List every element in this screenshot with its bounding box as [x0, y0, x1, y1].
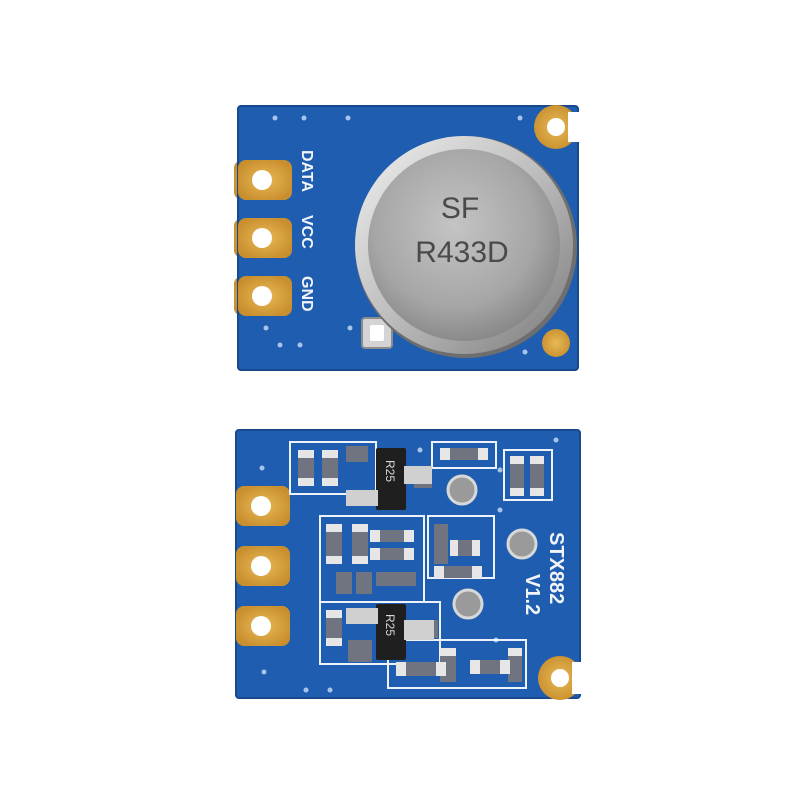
bottom-castellated-pads	[236, 486, 290, 646]
pin-label-gnd: GND	[298, 276, 315, 312]
resistor-label-r25-bottom: R25	[383, 614, 397, 636]
bottom-transmitter-module: R25 R25 STX882 V1.2	[235, 429, 586, 700]
bottom-smd-components: R25 R25	[298, 446, 544, 682]
bottom-vias	[259, 437, 559, 693]
pin-label-vcc: VCC	[298, 215, 315, 249]
top-vias	[263, 115, 528, 355]
pin-label-data: DATA	[298, 150, 315, 193]
top-transmitter-module: DATA VCC GND SF R433D	[234, 105, 582, 371]
top-corner-pad	[542, 329, 570, 357]
resonator-label-sf: SF	[441, 192, 479, 225]
transistor-q1: R25	[346, 448, 432, 510]
resonator-label-model: R433D	[415, 236, 508, 269]
bottom-board-labels: STX882 V1.2	[521, 532, 567, 615]
top-pin-labels: DATA VCC GND	[298, 150, 315, 312]
solder-points	[446, 474, 538, 620]
bottom-antenna-pad	[538, 656, 586, 700]
board-version-label: V1.2	[521, 574, 543, 615]
resistor-label-r25-top: R25	[383, 460, 397, 482]
board-model-label: STX882	[545, 532, 567, 604]
top-pad-overlay	[238, 160, 292, 316]
transistor-q2: R25	[346, 604, 434, 660]
top-antenna-pad	[534, 105, 582, 149]
saw-resonator-can: SF R433D	[355, 136, 577, 358]
